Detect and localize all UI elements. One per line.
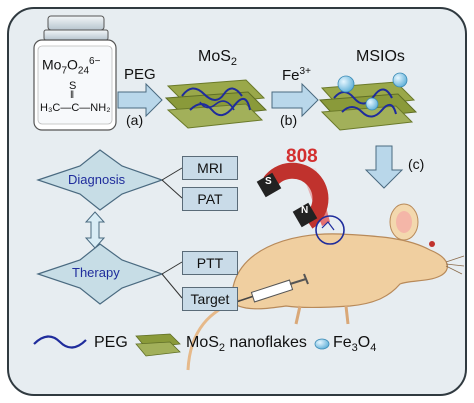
legend-mos2-sub: 2 — [218, 342, 226, 355]
legend-fe3o4-icon — [314, 338, 330, 350]
step-b-label: (b) — [280, 112, 298, 128]
mos2-base: MoS — [198, 48, 231, 65]
pat-box: PAT — [182, 187, 238, 211]
formula-main: Mo — [42, 56, 62, 73]
arrow-step-b — [271, 82, 319, 118]
formula-sup: 6− — [89, 56, 101, 67]
magnet-n-pole: N — [301, 205, 309, 216]
formula-mid: O — [67, 56, 78, 73]
ptt-box: PTT — [182, 251, 238, 275]
step-b-reagent-sup: 3+ — [299, 66, 311, 77]
therapy-label: Therapy — [72, 265, 120, 280]
target-box: Target — [182, 287, 238, 311]
step-a-reagent: PEG — [124, 66, 156, 83]
step-b-reagent: Fe3+ — [282, 66, 311, 84]
thio-s: S — [69, 80, 77, 92]
legend-fe3o4-label: Fe3O4 — [333, 334, 376, 354]
legend-mos2-suffix: nanoflakes — [225, 334, 307, 351]
legend-peg-line-icon — [33, 335, 87, 349]
arrow-step-c — [364, 145, 404, 189]
mos2-label: MoS2 — [198, 48, 237, 68]
legend-nanoflake-icon — [135, 333, 181, 357]
legend-fe3o4-sub2: 4 — [370, 342, 377, 355]
mri-box: MRI — [182, 156, 238, 180]
thio-bar: ‖ — [70, 90, 75, 101]
mos2-sub: 2 — [230, 56, 238, 69]
mos2-peg-flakes — [164, 79, 268, 129]
magnet-s-pole: S — [265, 176, 272, 187]
double-arrow — [84, 211, 106, 249]
legend-fe3o4-mid: O — [357, 334, 371, 351]
legend-mos2-base: MoS — [186, 334, 219, 351]
msios-label: MSIOs — [356, 48, 405, 65]
step-a-label: (a) — [126, 112, 144, 128]
reagent-jar — [33, 15, 117, 131]
legend-mos2-label: MoS2 nanoflakes — [186, 334, 307, 354]
legend-fe3o4-base: Fe — [333, 334, 352, 351]
thio-chain: H₃C—C—NH₂ — [40, 102, 111, 114]
step-c-label: (c) — [408, 156, 425, 172]
legend-peg-label: PEG — [94, 334, 128, 351]
legend-fe3o4-sub1: 3 — [351, 342, 358, 355]
msios-particles — [318, 72, 418, 131]
formula-sub2: 24 — [77, 65, 90, 77]
step-b-reagent-base: Fe — [282, 67, 300, 84]
reagent-formula: Mo7O246− — [42, 56, 100, 76]
diagnosis-label: Diagnosis — [68, 172, 126, 187]
arrow-step-a — [117, 82, 163, 118]
syringe-icon — [235, 273, 309, 303]
formula-sub1: 7 — [61, 65, 68, 77]
magnet-icon — [256, 162, 329, 229]
laser-wavelength: 808 — [286, 146, 318, 167]
